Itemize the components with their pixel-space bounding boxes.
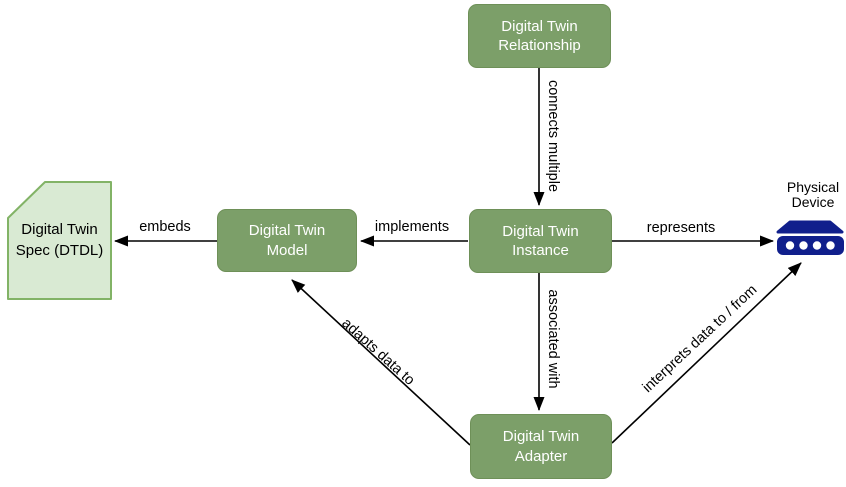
edge-label-connects-multiple: connects multiple bbox=[545, 79, 561, 193]
edge-label-associated-with: associated with bbox=[545, 289, 561, 389]
node-digital-twin-spec-shape[interactable] bbox=[7, 181, 112, 300]
node-digital-twin-model[interactable]: Digital Twin Model bbox=[217, 209, 357, 272]
node-digital-twin-instance[interactable]: Digital Twin Instance bbox=[469, 209, 612, 273]
node-label: Digital Twin Model bbox=[248, 222, 326, 259]
node-label: Digital Twin Relationship bbox=[498, 17, 581, 55]
edge-adapts-data-to bbox=[291, 279, 471, 446]
physical-device-icon[interactable] bbox=[776, 220, 844, 255]
edge-label-represents: represents bbox=[646, 220, 716, 236]
edge-label-embeds: embeds bbox=[139, 219, 191, 235]
node-digital-twin-spec-label: Digital Twin Spec (DTDL) bbox=[15, 221, 104, 259]
node-label: Digital Twin Adapter bbox=[502, 428, 580, 465]
edge-label-implements: implements bbox=[374, 219, 450, 235]
node-digital-twin-relationship[interactable]: Digital Twin Relationship bbox=[468, 4, 611, 68]
physical-device-label: Physical Device bbox=[786, 179, 840, 211]
node-label: Digital Twin Instance bbox=[502, 222, 579, 260]
edge-interprets-data bbox=[611, 262, 802, 444]
node-digital-twin-adapter[interactable]: Digital Twin Adapter bbox=[470, 414, 612, 479]
